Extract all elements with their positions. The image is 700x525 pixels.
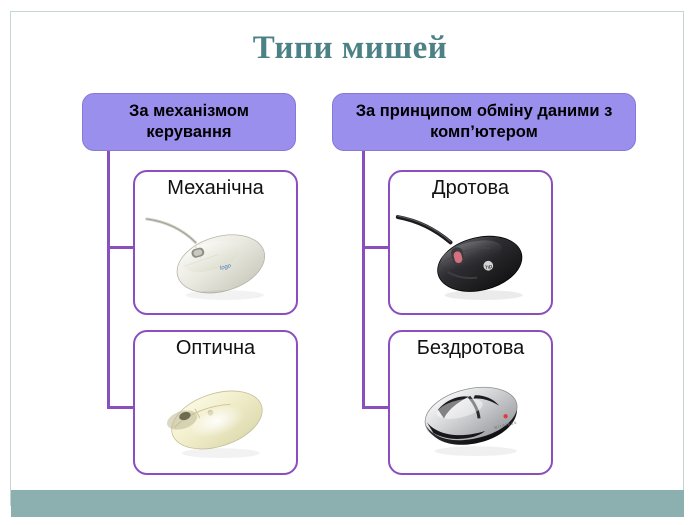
connector-arm-left-mechanical xyxy=(107,246,135,249)
connector-arm-left-optical xyxy=(107,406,135,409)
item-card-wired[interactable]: Дротова xyxy=(388,170,553,315)
svg-text:logo: logo xyxy=(220,263,233,272)
wired-mouse-photo: hp xyxy=(390,202,551,313)
item-label-wireless: Бездротова xyxy=(416,337,525,359)
item-label-optical: Оптична xyxy=(175,337,256,359)
svg-text:wireless: wireless xyxy=(494,420,518,430)
item-card-wireless[interactable]: Бездротова xyxy=(388,330,553,475)
item-card-mechanical[interactable]: Механічна xyxy=(133,170,298,315)
footer-decorative-band xyxy=(11,490,684,517)
page-title: Типи мишей xyxy=(252,30,448,66)
connector-trunk-right xyxy=(362,151,365,409)
item-label-mechanical: Механічна xyxy=(167,177,264,199)
category-header-data-exchange[interactable]: За принципом обміну даними з комп’ютером xyxy=(332,93,636,151)
svg-text:hp: hp xyxy=(485,264,493,271)
mechanical-mouse-photo: logo xyxy=(135,202,296,313)
connector-arm-right-wired xyxy=(362,246,390,249)
item-card-optical[interactable]: Оптична xyxy=(133,330,298,475)
connector-arm-right-wireless xyxy=(362,406,390,409)
connector-trunk-left xyxy=(107,151,110,409)
optical-mouse-photo xyxy=(135,362,296,473)
wireless-mouse-photo: wireless xyxy=(390,362,551,473)
category-header-control-mechanism[interactable]: За механізмом керування xyxy=(82,93,296,151)
slide-border-frame xyxy=(10,11,684,506)
item-label-wired: Дротова xyxy=(432,177,509,199)
